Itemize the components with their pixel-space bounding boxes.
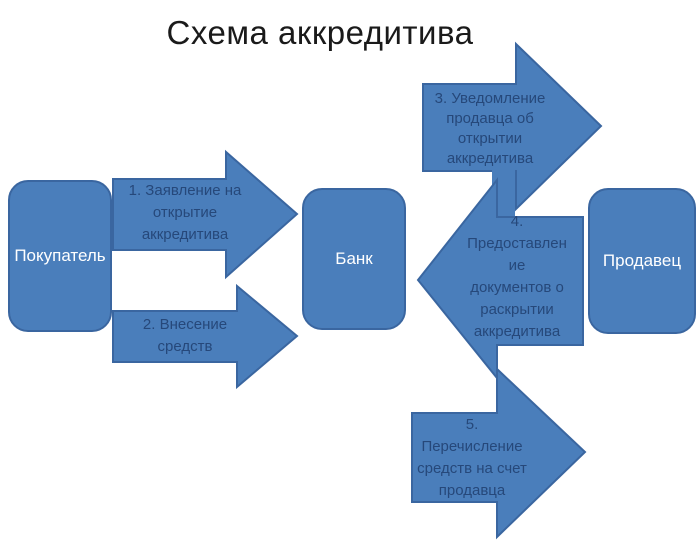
node-bank-label: Банк (335, 249, 373, 268)
diagram-title: Схема аккредитива (166, 14, 474, 51)
arrow-4-label: 4. Предоставлен ие документов о раскрыти… (447, 211, 587, 343)
node-seller: Продавец (588, 188, 696, 334)
node-buyer-label: Покупатель (14, 246, 106, 265)
arrow-label-line: аккредитива (446, 150, 534, 167)
arrow-label-line: продавца об (446, 110, 534, 127)
arrow-label-line: открытие (152, 204, 218, 221)
arrow-label-line: открытии (457, 130, 523, 147)
arrow-label-line: 2. Внесение (142, 316, 228, 333)
arrow-5-label: 5. Перечисление средств на счет продавца (402, 414, 542, 502)
arrow-label-line: 1. Заявление на (128, 182, 242, 199)
arrow-label-line: 4. (510, 213, 524, 230)
arrow-label-line: документов о (470, 279, 564, 296)
arrow-label-line: Перечисление (421, 438, 523, 455)
arrow-2-label: 2. Внесение средств (115, 314, 255, 358)
arrow-label-line: 3. Уведомление (434, 90, 546, 107)
node-bank: Банк (302, 188, 406, 330)
arrow-label-line: аккредитива (473, 323, 561, 340)
arrow-5-shape (411, 366, 587, 540)
arrow-label-line: средств (157, 338, 213, 355)
arrow-label-line: продавца (438, 482, 506, 499)
arrow-label-line: средств на счет (417, 460, 527, 477)
arrow-1-shape (112, 149, 299, 280)
arrow-label-line: 5. (465, 416, 479, 433)
node-buyer: Покупатель (8, 180, 112, 332)
arrow-label-line: аккредитива (141, 226, 229, 243)
arrow-3-label: 3. Уведомление продавца об открытии аккр… (420, 89, 560, 169)
arrow-label-line: Предоставлен (467, 235, 567, 252)
arrow-label-line: раскрытии (480, 301, 554, 318)
node-seller-label: Продавец (602, 251, 682, 270)
arrow-label-line: ие (508, 257, 526, 274)
arrow-1-label: 1. Заявление на открытие аккредитива (115, 180, 255, 246)
arrow-3-shape (422, 41, 603, 212)
arrow-2-shape (112, 283, 299, 390)
